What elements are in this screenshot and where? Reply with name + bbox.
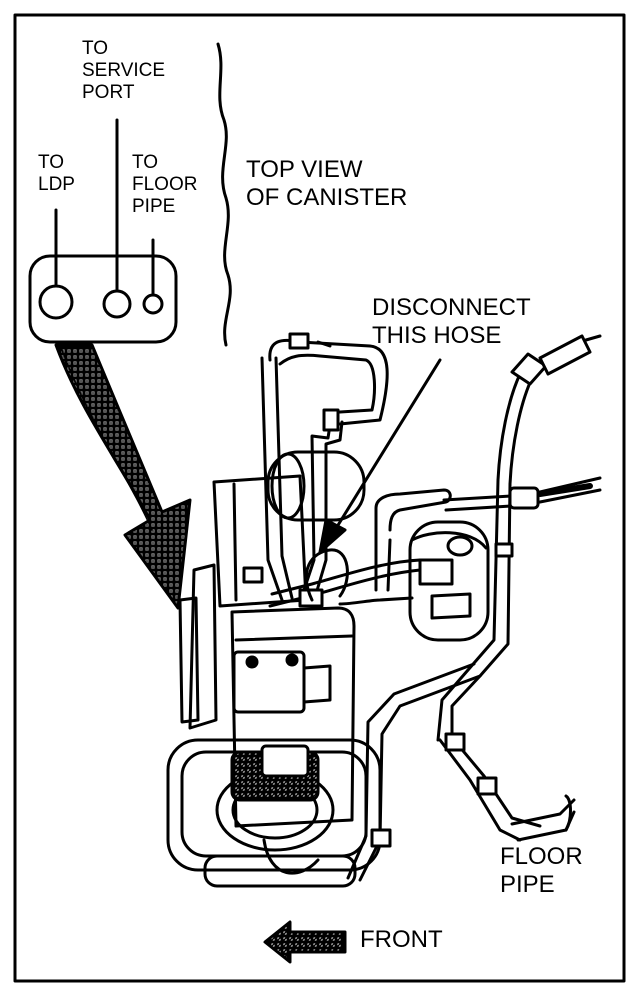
floor-pipe-label: FLOOR PIPE [500,843,583,898]
ldp-assembly [338,476,602,642]
canister-assembly [166,450,382,888]
disconnect-hose-label: DISCONNECT THIS HOSE [372,294,531,349]
to-floor-pipe-label: TO FLOOR PIPE [132,152,198,217]
floor-pipe-hose [346,334,602,882]
canister-top-view-box [28,254,178,344]
floor-pipe-port-icon [142,293,164,315]
to-service-port-label: TO SERVICE PORT [82,38,166,103]
top-view-title: TOP VIEW OF CANISTER [246,156,408,211]
to-ldp-label: TO LDP [38,152,75,195]
disconnect-leader-line [333,358,442,532]
wavy-divider [216,42,232,347]
front-label: FRONT [360,926,443,953]
canister-hoses [242,332,422,608]
service-port-icon [102,289,132,319]
front-arrow-icon [263,920,347,964]
ldp-port-icon [38,284,74,320]
disconnect-arrowhead-icon [318,518,347,554]
figure-border [13,13,626,983]
